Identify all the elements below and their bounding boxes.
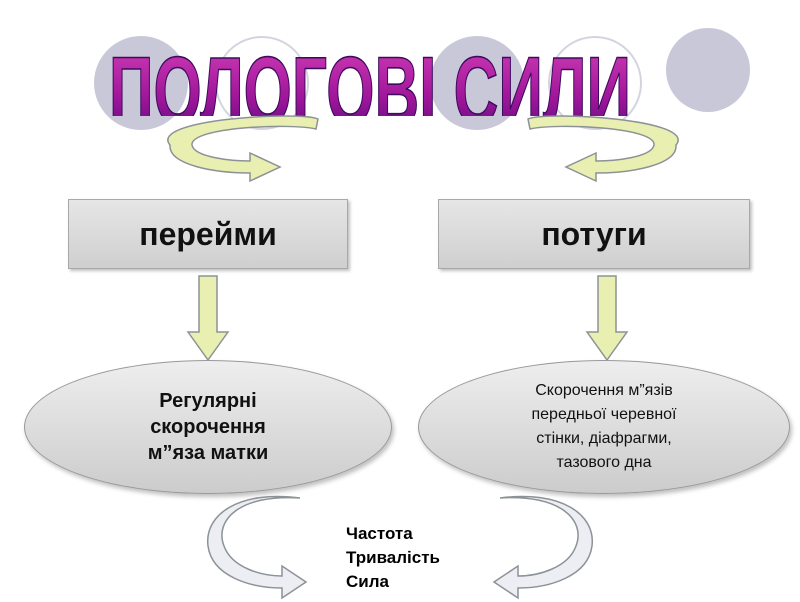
curved-arrow-bottom-right-icon: [492, 495, 593, 600]
oval-uterus: Регулярні скорочення м”яза матки: [24, 360, 392, 494]
curved-arrow-right-icon: [527, 115, 679, 183]
oval-muscles: Скорочення м”язів передньої черевної сті…: [418, 360, 790, 494]
decor-circle-3: [430, 36, 524, 130]
box-contractions-label: перейми: [139, 215, 277, 252]
oval-uterus-line-3: м”яза матки: [147, 442, 269, 464]
factor-frequency: Частота: [346, 524, 413, 543]
down-arrow-right-icon: [585, 275, 629, 362]
oval-muscles-line-1: Скорочення м”язів: [535, 382, 673, 399]
curved-arrow-bottom-left-icon: [207, 495, 308, 600]
factors-list: Частота Тривалість Сила: [346, 522, 440, 594]
curved-arrows-bottom: [207, 495, 593, 600]
decor-circle-5: [666, 28, 750, 112]
box-contractions: перейми: [68, 199, 348, 269]
oval-muscles-line-4: тазового дна: [556, 454, 652, 471]
oval-muscles-line-2: передньої черевної: [531, 406, 677, 423]
page-title: ПОЛОГОВІ СИЛИ: [109, 39, 631, 116]
oval-uterus-line-2: скорочення: [150, 416, 266, 438]
title-wordart: ПОЛОГОВІ СИЛИ: [108, 38, 631, 116]
curved-arrow-left-icon: [167, 115, 319, 183]
factor-strength: Сила: [346, 572, 389, 591]
decor-circle-1: [94, 36, 188, 130]
oval-uterus-line-1: Регулярні: [159, 390, 257, 412]
decor-circle-2: [215, 36, 309, 130]
decor-circle-4: [548, 36, 642, 130]
factor-duration: Тривалість: [346, 548, 441, 567]
box-pushing-label: потуги: [541, 215, 647, 252]
box-pushing: потуги: [438, 199, 750, 269]
curved-arrows-top: [167, 115, 679, 183]
down-arrow-left-icon: [186, 275, 230, 362]
oval-muscles-line-3: стінки, діафрагми,: [536, 430, 672, 447]
down-arrows: [186, 275, 629, 362]
